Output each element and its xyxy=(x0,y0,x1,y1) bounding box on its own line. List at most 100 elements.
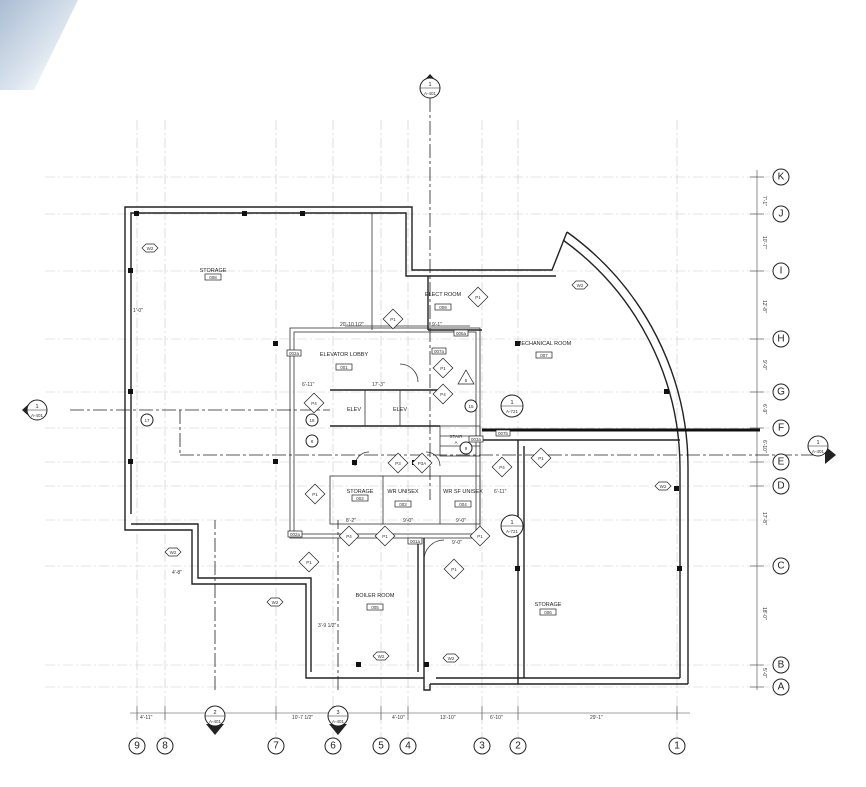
svg-text:002a: 002a xyxy=(290,532,301,537)
svg-text:002a: 002a xyxy=(289,351,300,356)
tag-p1-i: P1 xyxy=(304,483,326,505)
svg-text:P4: P4 xyxy=(346,534,352,539)
note-triangle: 5 xyxy=(457,369,475,385)
svg-text:3: 3 xyxy=(479,741,485,752)
svg-text:9'-0": 9'-0" xyxy=(452,540,462,546)
svg-text:A-401: A-401 xyxy=(332,719,345,724)
detail-marker-stair: 1 A-721 xyxy=(500,394,524,418)
svg-text:WR SF UNISEX: WR SF UNISEX xyxy=(443,489,483,495)
svg-text:8'-2": 8'-2" xyxy=(346,518,356,524)
room-elev-2: ELEV xyxy=(393,407,407,413)
keynotes: 17 15 16 9 8 5 xyxy=(140,369,478,455)
svg-text:W2: W2 xyxy=(660,484,667,489)
dim-bottom-5: 6'-10" xyxy=(490,715,503,721)
dim-right-3: 12'-8" xyxy=(761,300,767,313)
svg-text:2: 2 xyxy=(515,741,521,752)
tag-p3: P3 xyxy=(387,452,409,474)
keynote-17: 17 xyxy=(140,413,154,427)
svg-text:9'-0": 9'-0" xyxy=(403,518,413,524)
grid-lines xyxy=(45,120,770,742)
door-tags: 002a 007a 007b 001a 002a 003a 006a xyxy=(286,329,511,545)
wall-tag-1: W2 xyxy=(141,243,159,253)
section-lines xyxy=(70,98,820,690)
grid-bubble-9: 9 xyxy=(128,737,146,755)
svg-text:9'-1": 9'-1" xyxy=(432,322,442,328)
dim-right-9: 5'-0" xyxy=(761,668,767,678)
svg-text:K: K xyxy=(778,172,785,183)
svg-text:P3: P3 xyxy=(395,461,401,466)
partition-tags: P1 P4 P1 P1 P1 P1 P1 P4 P3 P4 P1 P1 P3A … xyxy=(298,286,552,580)
room-stair-a: STAIR A xyxy=(450,434,464,445)
dim-right-5: 6'-9" xyxy=(761,404,767,414)
svg-text:007a: 007a xyxy=(434,349,445,354)
room-wr-sf-unisex-004: WR SF UNISEX 004 xyxy=(443,489,483,508)
svg-text:W2: W2 xyxy=(577,283,584,288)
grid-bubble-6: 6 xyxy=(324,737,342,755)
room-elev-1: ELEV xyxy=(347,407,361,413)
svg-text:9'-0": 9'-0" xyxy=(456,518,466,524)
dim-right-6: 6'-10" xyxy=(761,440,767,453)
tag-p3a: P3A xyxy=(411,452,433,474)
room-labels: STORAGE 008 ELEVATOR LOBBY 001 ELECT ROO… xyxy=(200,268,572,616)
svg-text:ELECT ROOM: ELECT ROOM xyxy=(425,292,462,298)
interior-dimensions: 20'-10 1/2" 9'-1" 6'-11" 17'-3" 8'-2" 9'… xyxy=(133,308,507,629)
dim-bottom-1: 4'-11" xyxy=(140,715,153,721)
section-marker-right: 1 A-401 xyxy=(807,435,836,464)
svg-text:8: 8 xyxy=(311,439,314,444)
svg-text:16: 16 xyxy=(309,418,315,423)
svg-text:1: 1 xyxy=(816,440,819,446)
tag-p1-e: P1 xyxy=(298,551,320,573)
svg-text:3'-9 1/2": 3'-9 1/2" xyxy=(318,623,337,629)
svg-text:W2: W2 xyxy=(147,246,154,251)
dim-right-7: 17'-8" xyxy=(761,512,767,525)
grid-bubble-1: 1 xyxy=(668,737,686,755)
svg-text:WR UNISEX: WR UNISEX xyxy=(387,489,419,495)
svg-text:P1: P1 xyxy=(451,567,457,572)
grid-bubble-J: J xyxy=(772,205,790,223)
svg-text:H: H xyxy=(777,334,784,345)
dim-bottom-6: 29'-1" xyxy=(590,715,603,721)
svg-text:J: J xyxy=(779,209,784,220)
svg-text:5: 5 xyxy=(465,378,468,383)
dim-bottom-2: 10'-7 1/2" xyxy=(292,715,313,721)
svg-text:8: 8 xyxy=(162,741,168,752)
grid-bubble-F: F xyxy=(772,419,790,437)
grid-bubble-G: G xyxy=(772,383,790,401)
grid-bubble-K: K xyxy=(772,168,790,186)
svg-text:6: 6 xyxy=(330,741,336,752)
svg-text:20'-10 1/2": 20'-10 1/2" xyxy=(340,322,364,328)
svg-text:P4: P4 xyxy=(499,465,505,470)
svg-text:1: 1 xyxy=(35,404,38,410)
grid-bubbles-columns: 9 8 7 6 5 4 3 2 1 xyxy=(128,737,686,755)
dim-right-2: 10'-7" xyxy=(761,236,767,249)
svg-text:B: B xyxy=(778,660,785,671)
svg-text:006a: 006a xyxy=(456,331,467,336)
svg-text:W2: W2 xyxy=(170,550,177,555)
dim-bottom-3: 4'-10" xyxy=(392,715,405,721)
grid-bubble-7: 7 xyxy=(267,737,285,755)
grid-bubble-8: 8 xyxy=(156,737,174,755)
svg-text:A: A xyxy=(454,440,457,445)
wall-type-tags: W2 W2 W2 W2 W2 W2 W2 xyxy=(141,243,672,663)
svg-text:1: 1 xyxy=(510,520,513,526)
tag-p4-b: P4 xyxy=(432,383,454,405)
dim-right-4: 9'-0" xyxy=(761,360,767,370)
svg-text:P1: P1 xyxy=(477,534,483,539)
svg-text:1'-0": 1'-0" xyxy=(133,308,143,314)
section-marker-top: 1 A-401 xyxy=(419,74,441,99)
interior-walls xyxy=(289,213,760,684)
tag-p1-h: P1 xyxy=(469,525,491,547)
svg-text:008: 008 xyxy=(209,275,217,280)
grid-bubble-E: E xyxy=(772,453,790,471)
wall-tag-7: W2 xyxy=(442,653,460,663)
room-storage-002: STORAGE 002 xyxy=(347,489,374,502)
svg-text:9: 9 xyxy=(465,446,468,451)
svg-text:I: I xyxy=(780,266,783,277)
svg-text:P4: P4 xyxy=(440,392,446,397)
grid-bubble-A: A xyxy=(772,678,790,696)
svg-text:1: 1 xyxy=(428,82,431,88)
grid-bubble-I: I xyxy=(772,262,790,280)
dim-right-1: 7'-1" xyxy=(761,196,767,206)
svg-text:STAIR: STAIR xyxy=(450,434,464,439)
tag-p1-d: P1 xyxy=(530,447,552,469)
